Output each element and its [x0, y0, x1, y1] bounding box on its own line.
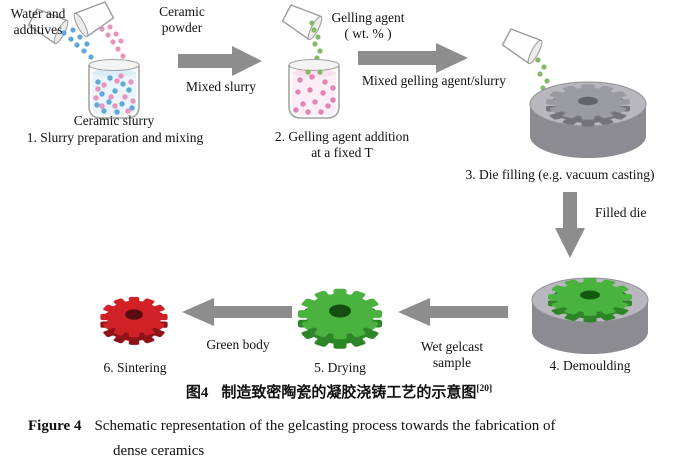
arrow-left-icon [182, 298, 292, 326]
step3-caption: 3. Die filling (e.g. vacuum casting) [465, 167, 655, 182]
label-ceramic-powder: Ceramic powder [159, 4, 205, 35]
step5-caption: 5. Drying [314, 360, 366, 375]
figure-caption-en-line2: dense ceramics [113, 443, 205, 459]
gel-dots-stream [535, 57, 550, 91]
step6-caption: 6. Sintering [103, 360, 167, 375]
die-with-gear-icon [531, 277, 649, 354]
slurry-gel-beaker-icon [288, 58, 340, 119]
arrow-left-icon [398, 298, 508, 326]
arrow-right-icon [178, 46, 262, 76]
arrow1-label: Mixed slurry [185, 79, 257, 94]
label-gelling-agent: Gelling agent ( wt. % ) [331, 10, 405, 41]
powder-cup-icon [71, 0, 117, 39]
label-water-additives: Water and additives [10, 6, 66, 37]
powder-dots-stream [99, 24, 126, 59]
gear-green-icon [298, 288, 382, 349]
arrow-down-icon [555, 192, 585, 258]
arrow4-label: Wet gelcast sample [420, 339, 484, 370]
gel-dots-stream [309, 20, 323, 61]
arrow2-label: Mixed gelling agent/slurry [362, 73, 506, 88]
arrow3-label: Filled die [595, 205, 647, 220]
step2-caption: 2. Gelling agent addition at a fixed T [274, 129, 410, 160]
water-dots-stream [61, 27, 94, 60]
gear-red-icon [100, 296, 168, 345]
label-ceramic-slurry: Ceramic slurry [73, 113, 155, 128]
slurry-beaker-icon [88, 58, 140, 119]
die-icon [529, 81, 647, 158]
step4-caption: 4. Demoulding [549, 358, 631, 373]
arrow5-label: Green body [206, 337, 270, 352]
step1-caption: 1. Slurry preparation and mixing [26, 130, 204, 145]
arrow-right-icon [358, 43, 468, 73]
